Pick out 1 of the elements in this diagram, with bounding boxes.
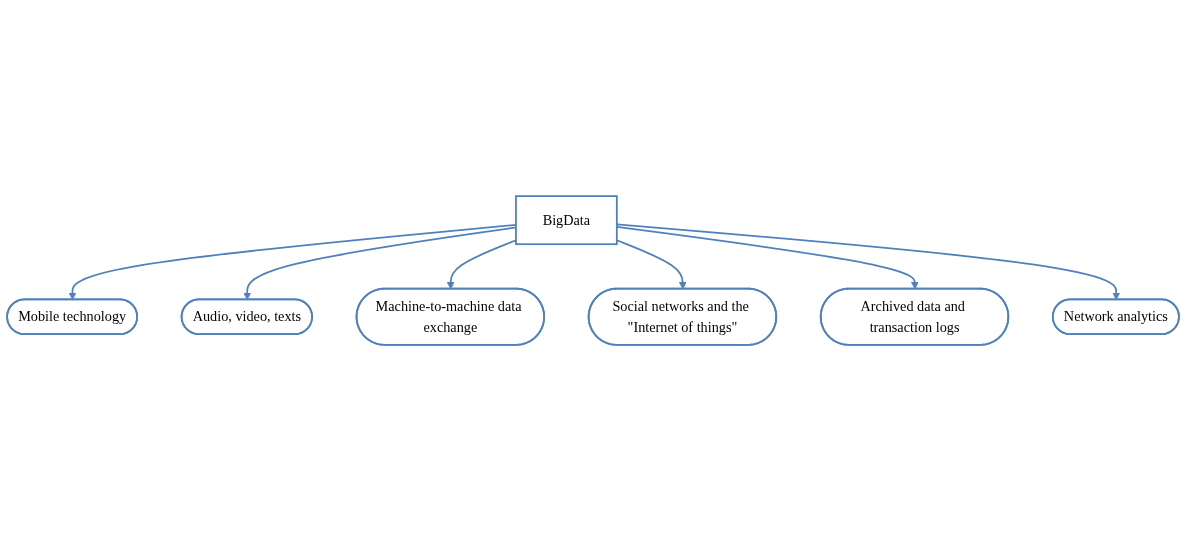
node-box: BigData [515, 194, 618, 245]
